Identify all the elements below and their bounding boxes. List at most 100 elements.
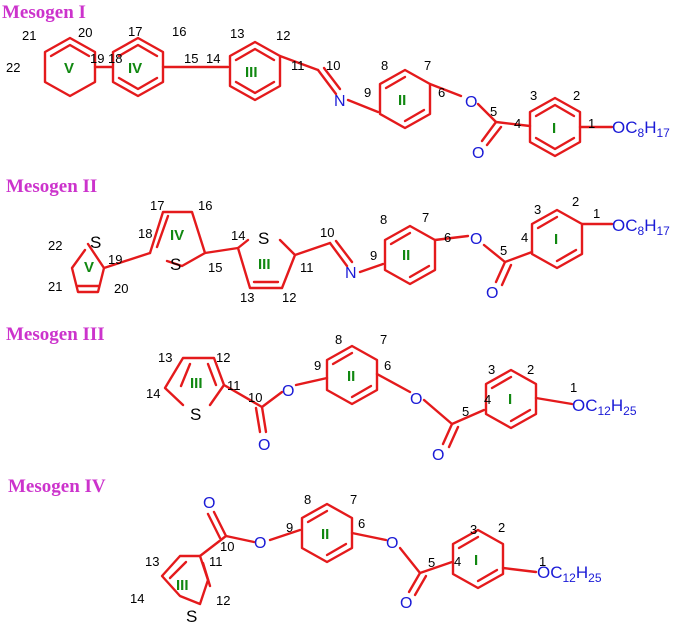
atom-number: 12 bbox=[276, 28, 290, 43]
mesogen-2-title: Mesogen II bbox=[6, 176, 97, 197]
atom-number: 9 bbox=[286, 520, 293, 535]
ring-II-inner-bond bbox=[389, 231, 412, 246]
carbonyl-double-bond bbox=[206, 512, 222, 540]
carbonyl-oxygen-atom: O bbox=[400, 595, 412, 612]
ring-IV-inner-bond bbox=[117, 76, 159, 91]
ring-II-inner-bond bbox=[306, 509, 329, 524]
ring-label: I bbox=[508, 391, 512, 408]
bond bbox=[224, 534, 256, 544]
ring-label: III bbox=[190, 375, 203, 392]
alkoxy-chain-label: OC12H25 bbox=[537, 563, 602, 585]
ring-label: I bbox=[554, 231, 558, 248]
chain-h: H bbox=[576, 563, 588, 582]
ester-oxygen-atom: O bbox=[410, 391, 422, 408]
ring-label: II bbox=[402, 247, 410, 264]
mesogen-1-ring-labels: V IV III II I bbox=[64, 60, 556, 137]
mesogen-3-bonds bbox=[163, 344, 574, 449]
ester-oxygen-atom: O bbox=[470, 231, 482, 248]
alkoxy-chain-label: OC8H17 bbox=[612, 118, 670, 140]
atom-number: 16 bbox=[172, 24, 186, 39]
carbonyl-double-bond bbox=[407, 571, 422, 594]
atom-number: 14 bbox=[206, 51, 220, 66]
bond bbox=[293, 241, 332, 257]
mesogen-2-bonds bbox=[70, 208, 614, 294]
atom-number: 17 bbox=[128, 24, 142, 39]
imine-nitrogen-atom: N bbox=[334, 93, 346, 110]
atom-number: 5 bbox=[490, 104, 497, 119]
chain-prefix: OC bbox=[612, 118, 638, 137]
atom-number: 6 bbox=[358, 516, 365, 531]
ring-III-inner-bond bbox=[234, 47, 276, 62]
atom-number: 1 bbox=[539, 554, 546, 569]
mesogen-3-title: Mesogen III bbox=[6, 324, 105, 345]
atom-number: 7 bbox=[380, 332, 387, 347]
ring-IV-inner-bond bbox=[155, 214, 170, 249]
ring-label: III bbox=[176, 577, 189, 594]
atom-number: 11 bbox=[209, 554, 223, 569]
ring-I-inner-bond bbox=[534, 103, 576, 118]
atom-number: 2 bbox=[527, 362, 534, 377]
mesogen-1-title: Mesogen I bbox=[2, 2, 86, 23]
carbonyl-oxygen-atom: O bbox=[258, 437, 270, 454]
carbonyl-oxygen-atom: O bbox=[486, 285, 498, 302]
atom-number: 14 bbox=[146, 386, 160, 401]
alkoxy-chain-label: OC12H25 bbox=[572, 396, 637, 418]
carbonyl-double-bond bbox=[494, 260, 507, 284]
atom-number: 7 bbox=[422, 210, 429, 225]
mesogen-3-atoms: S O O O O OC12H25 bbox=[190, 383, 637, 464]
atom-number: 1 bbox=[593, 206, 600, 221]
ring-II-inner-bond bbox=[325, 542, 348, 557]
ester-oxygen-atom: O bbox=[465, 94, 477, 111]
atom-number: 20 bbox=[78, 25, 92, 40]
atom-number: 4 bbox=[521, 230, 528, 245]
chain-subscript: 8 bbox=[638, 126, 645, 140]
atom-number: 3 bbox=[488, 362, 495, 377]
atom-number: 9 bbox=[314, 358, 321, 373]
bond bbox=[102, 251, 152, 270]
bond bbox=[294, 376, 329, 387]
atom-number: 18 bbox=[138, 226, 152, 241]
bond bbox=[482, 243, 507, 264]
ring-I-hexagon bbox=[484, 368, 538, 430]
atom-number: 13 bbox=[145, 554, 159, 569]
atom-number: 21 bbox=[22, 28, 36, 43]
atom-number: 19 bbox=[108, 252, 122, 267]
bond bbox=[501, 566, 538, 574]
ring-label: I bbox=[474, 552, 478, 569]
ring-label: V bbox=[84, 259, 94, 276]
sulfur-atom: S bbox=[90, 233, 101, 252]
mesogen-2-ring-labels: V IV III II I bbox=[84, 227, 558, 276]
carbonyl-double-bond bbox=[260, 405, 268, 434]
carbonyl-double-bond bbox=[485, 125, 503, 147]
mesogen-4-atoms: S O O O O OC12H25 bbox=[186, 495, 602, 626]
ring-IV-inner-bond bbox=[117, 43, 159, 58]
atom-number: 9 bbox=[364, 85, 371, 100]
ring-label: IV bbox=[128, 60, 142, 77]
ring-II-hexagon bbox=[300, 502, 354, 564]
carbonyl-double-bond bbox=[413, 574, 428, 597]
mesogen-4-ring-labels: III II I bbox=[176, 526, 478, 594]
chain-subscript: 12 bbox=[598, 404, 612, 418]
atom-number: 10 bbox=[326, 58, 340, 73]
ring-III-thiophene bbox=[163, 356, 226, 407]
atom-number: 20 bbox=[114, 281, 128, 296]
bond bbox=[418, 560, 454, 575]
ring-II-inner-bond bbox=[384, 75, 407, 90]
bond bbox=[476, 102, 498, 124]
ring-I-inner-bond bbox=[555, 248, 578, 263]
chain-prefix: OC bbox=[537, 563, 563, 582]
mesogen-2-atoms: S S S N O O OC8H17 bbox=[90, 216, 670, 302]
ring-V-inner-bond bbox=[49, 43, 91, 58]
atom-number: 4 bbox=[484, 392, 491, 407]
ring-I-inner-bond bbox=[457, 535, 480, 550]
atom-number: 12 bbox=[216, 593, 230, 608]
carbonyl-double-bond bbox=[441, 422, 454, 446]
ring-I-hexagon bbox=[451, 528, 505, 590]
atom-number: 6 bbox=[438, 85, 445, 100]
ring-II-hexagon bbox=[325, 344, 379, 406]
ring-label: III bbox=[245, 64, 258, 81]
bond bbox=[198, 534, 228, 558]
ring-II-inner-bond bbox=[408, 264, 431, 279]
chain-prefix: OC bbox=[572, 396, 598, 415]
